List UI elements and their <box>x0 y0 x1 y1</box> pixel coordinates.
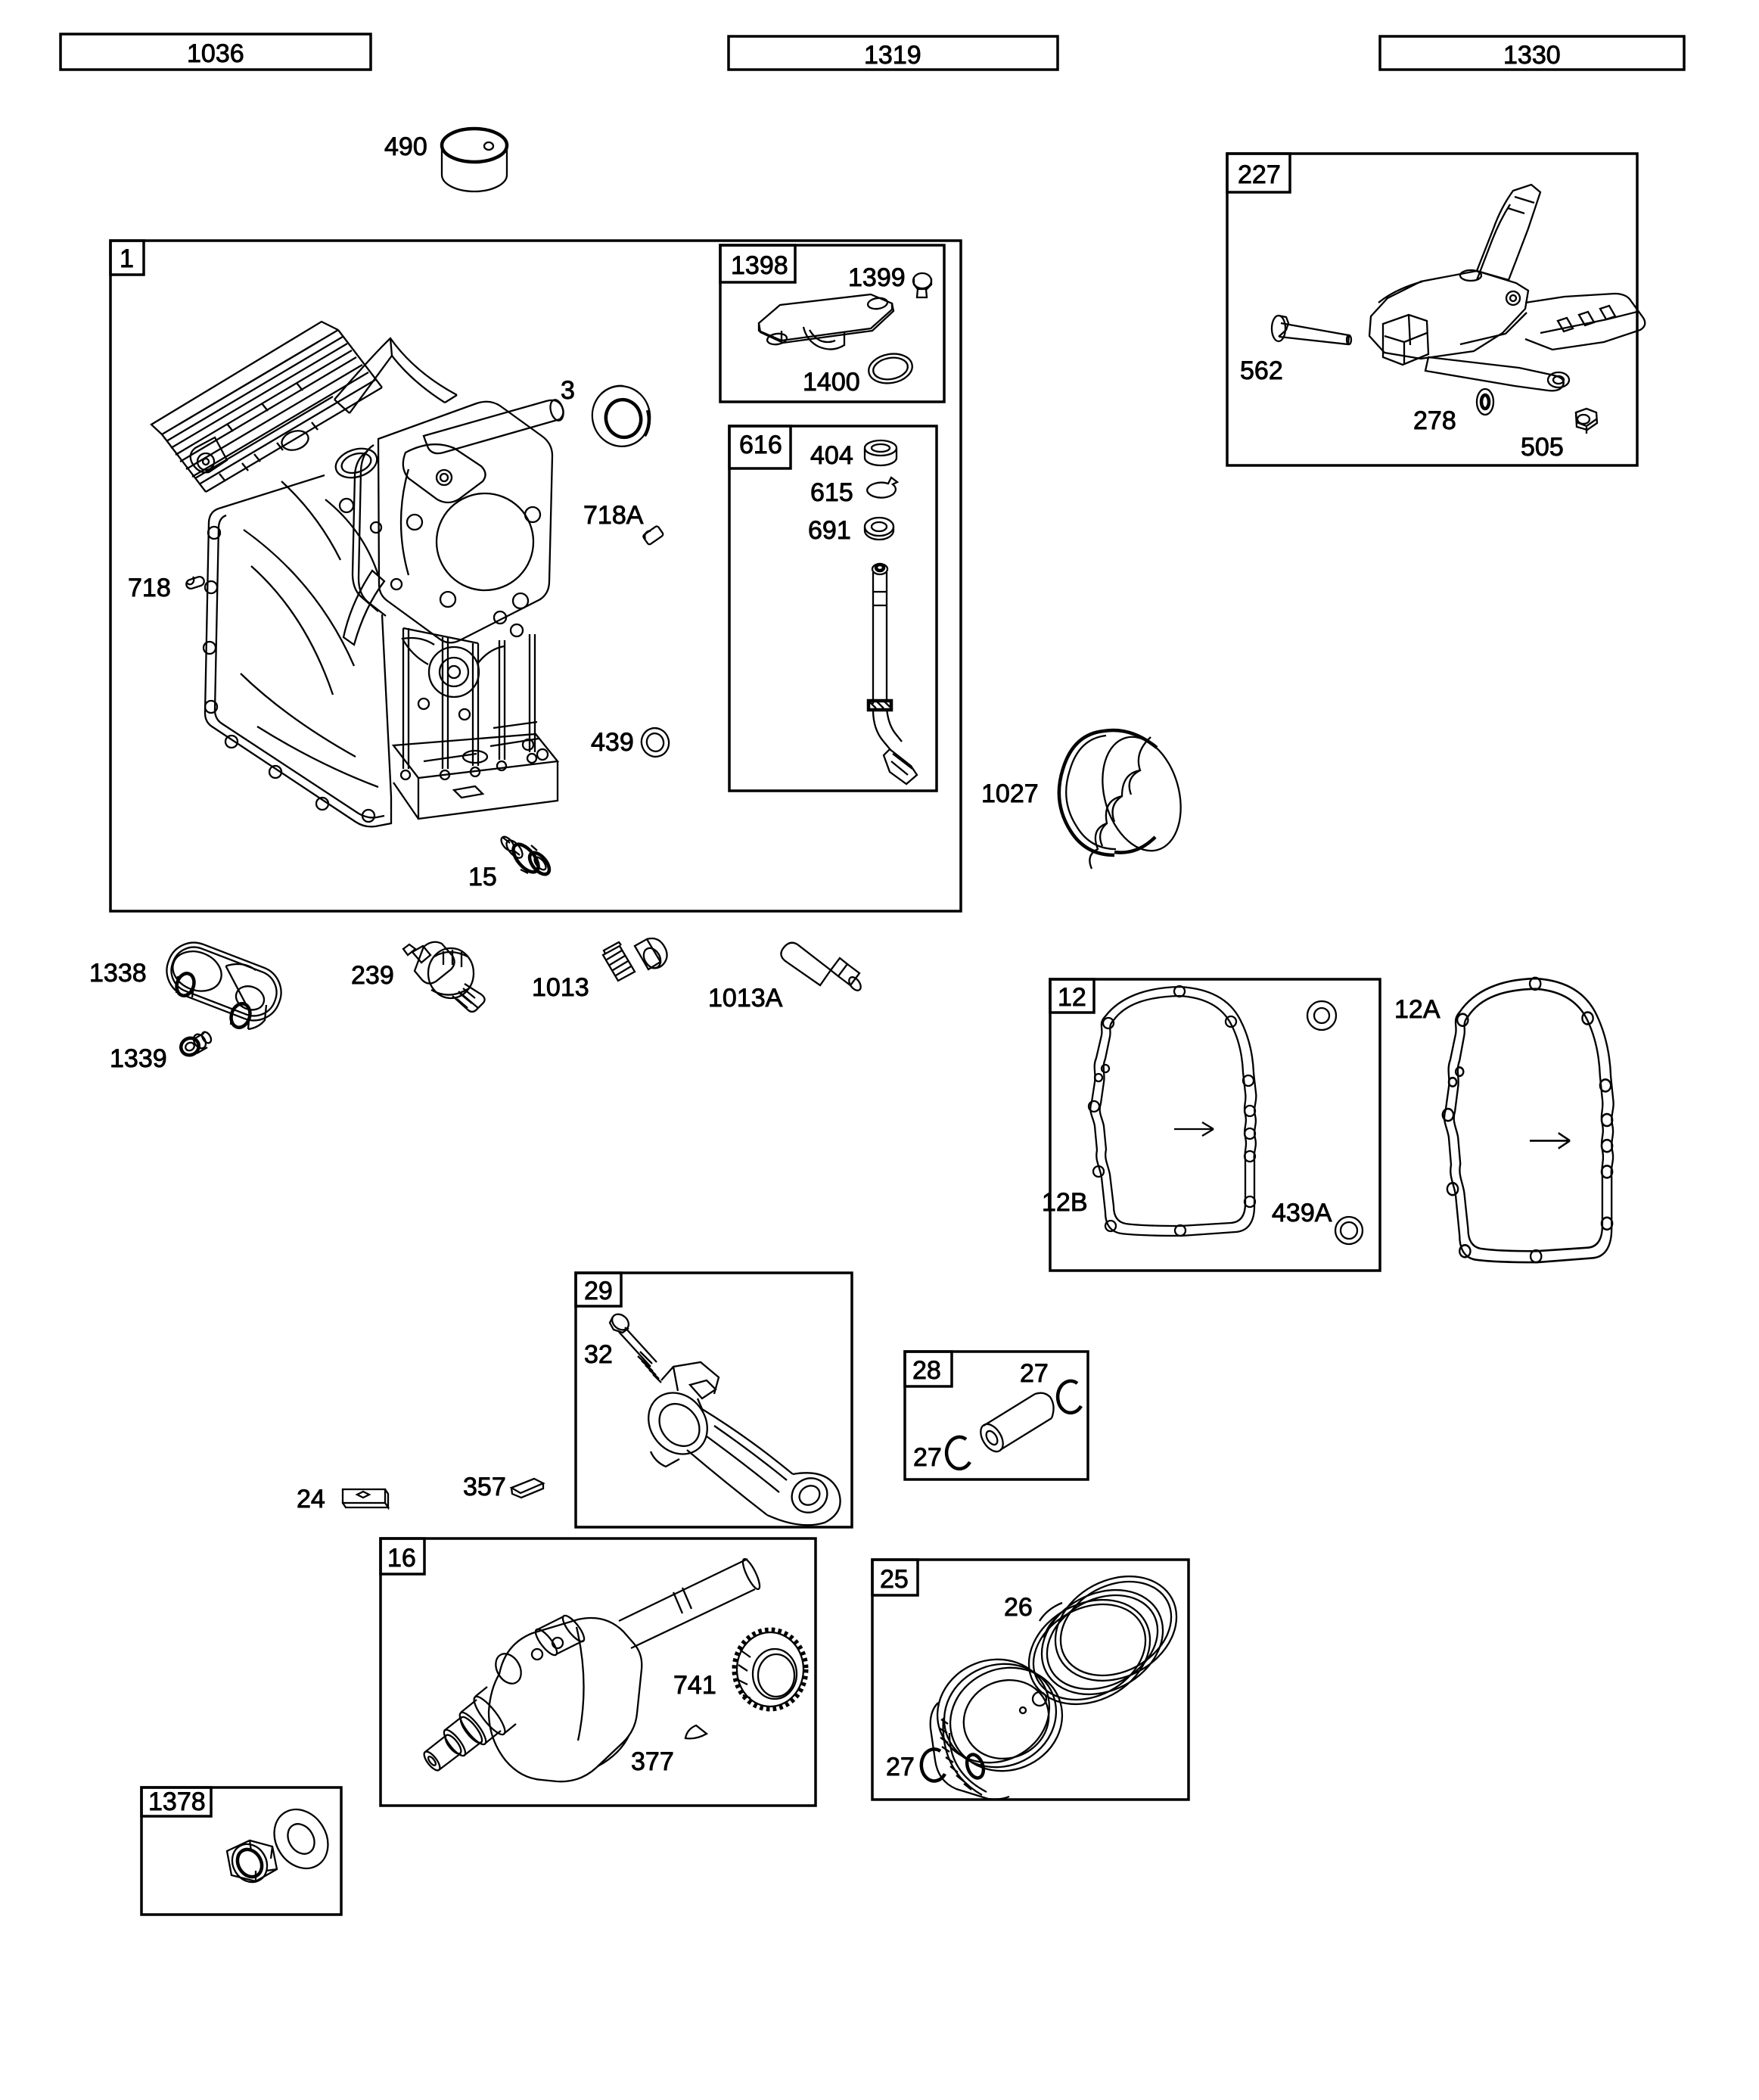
svg-text:1398: 1398 <box>731 251 788 280</box>
svg-text:741: 741 <box>673 1671 716 1700</box>
svg-text:505: 505 <box>1521 433 1564 462</box>
svg-text:27: 27 <box>913 1443 942 1472</box>
svg-text:1036: 1036 <box>187 39 244 68</box>
svg-text:12B: 12B <box>1042 1188 1088 1217</box>
svg-text:1378: 1378 <box>148 1787 206 1816</box>
svg-text:227: 227 <box>1238 160 1281 189</box>
svg-text:490: 490 <box>384 132 427 161</box>
svg-text:1319: 1319 <box>864 41 921 70</box>
svg-text:1330: 1330 <box>1503 41 1561 70</box>
svg-text:1400: 1400 <box>803 368 860 397</box>
svg-text:718A: 718A <box>583 501 644 530</box>
svg-text:27: 27 <box>886 1753 915 1781</box>
svg-text:1339: 1339 <box>110 1044 167 1073</box>
svg-text:24: 24 <box>297 1485 325 1514</box>
svg-text:3: 3 <box>561 376 575 405</box>
svg-text:1027: 1027 <box>981 779 1039 808</box>
svg-text:1: 1 <box>120 244 134 273</box>
svg-text:26: 26 <box>1004 1593 1033 1622</box>
svg-text:691: 691 <box>808 516 851 545</box>
svg-text:12: 12 <box>1058 983 1086 1012</box>
svg-text:357: 357 <box>463 1473 506 1501</box>
svg-text:562: 562 <box>1240 356 1283 385</box>
svg-text:29: 29 <box>584 1277 613 1305</box>
svg-text:16: 16 <box>387 1544 416 1573</box>
svg-text:12A: 12A <box>1394 995 1440 1024</box>
svg-text:718: 718 <box>128 574 171 602</box>
svg-text:278: 278 <box>1413 406 1456 435</box>
svg-text:439A: 439A <box>1272 1199 1332 1227</box>
svg-text:615: 615 <box>810 478 853 507</box>
svg-text:377: 377 <box>631 1747 674 1776</box>
svg-text:28: 28 <box>912 1356 941 1385</box>
svg-text:32: 32 <box>584 1340 613 1369</box>
svg-text:27: 27 <box>1020 1359 1049 1388</box>
svg-text:404: 404 <box>810 441 853 470</box>
svg-text:439: 439 <box>591 728 634 757</box>
svg-text:239: 239 <box>351 961 394 990</box>
svg-text:15: 15 <box>468 863 497 891</box>
svg-text:25: 25 <box>880 1565 909 1594</box>
svg-text:1399: 1399 <box>848 263 906 292</box>
svg-text:1338: 1338 <box>89 959 147 988</box>
svg-text:1013A: 1013A <box>708 984 783 1013</box>
svg-text:616: 616 <box>739 431 782 459</box>
svg-text:1013: 1013 <box>532 973 589 1002</box>
